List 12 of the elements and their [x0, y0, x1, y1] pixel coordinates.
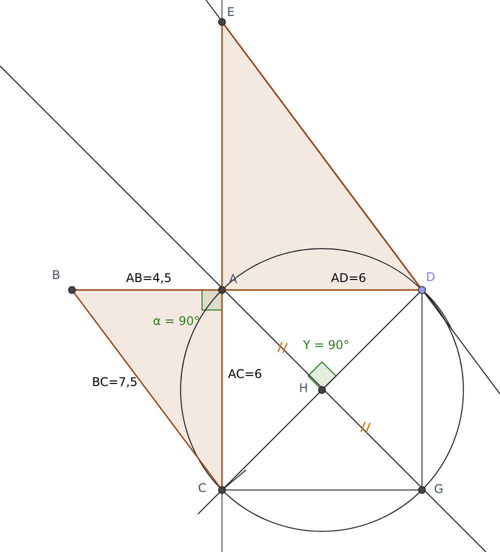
point-label: C — [198, 482, 206, 494]
point-label: B — [52, 269, 60, 281]
measure-label: α = 90° — [153, 315, 200, 327]
measure-label: AC=6 — [228, 368, 262, 380]
measure-label: AD=6 — [331, 272, 366, 284]
point-label: D — [426, 271, 436, 283]
measure-label: AB=4,5 — [126, 272, 172, 284]
point-label: H — [299, 382, 308, 394]
measure-label: Y = 90° — [303, 339, 350, 351]
point-label: G — [434, 483, 444, 495]
point-label: E — [227, 6, 235, 18]
measure-label: BC=7,5 — [92, 376, 138, 388]
